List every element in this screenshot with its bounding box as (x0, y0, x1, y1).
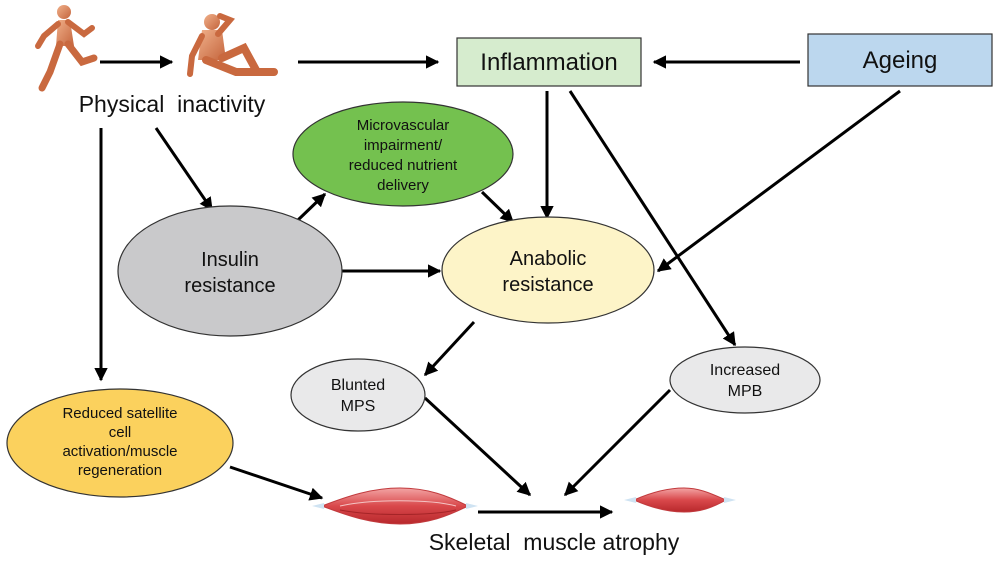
skeletal-muscle-atrophy-label: Skeletal muscle atrophy (429, 529, 680, 555)
anabolic-resistance-line-1: Anabolic (510, 248, 587, 270)
arrow-mpb-to-atrophy (563, 388, 672, 497)
arrow-inflammation-to-mpb (568, 90, 737, 347)
ageing-node: Ageing (807, 33, 993, 87)
arrow-ageing-to-anabolic (656, 89, 901, 273)
physical-inactivity-label: Physical inactivity (79, 91, 266, 117)
inflammation-node: Inflammation (456, 37, 642, 87)
microvascular-line-4: delivery (377, 177, 429, 194)
increased-mpb-line-1: Increased (710, 362, 780, 379)
arrow-blunted-to-atrophy (423, 396, 532, 497)
arrow-satellite-to-muscle (229, 465, 324, 501)
sitting-man-icon (187, 13, 278, 77)
blunted-mps-line-1: Blunted (331, 377, 385, 394)
microvascular-ellipse (292, 101, 514, 207)
insulin-resistance-ellipse (117, 205, 343, 337)
satellite-cell-node: Reduced satellite cell activation/muscle… (6, 388, 234, 498)
muscle-large-icon (312, 487, 478, 525)
anabolic-resistance-ellipse (441, 216, 655, 324)
satellite-cell-ellipse (6, 388, 234, 498)
insulin-resistance-node: Insulin resistance (117, 205, 343, 337)
arrow-insulin-to-microvascular (296, 192, 327, 222)
running-man-icon (35, 5, 98, 92)
blunted-mps-node: Blunted MPS (290, 358, 426, 432)
arrow-anabolic-to-blunted (423, 320, 476, 377)
arrow-microvascular-to-anabolic (480, 190, 515, 224)
blunted-mps-ellipse (290, 358, 426, 432)
microvascular-line-2: impairment/ (364, 137, 443, 154)
microvascular-line-1: Microvascular (357, 117, 450, 134)
satellite-cell-line-3: activation/muscle (62, 443, 177, 460)
increased-mpb-node: Increased MPB (669, 346, 821, 414)
satellite-cell-line-1: Reduced satellite (62, 405, 177, 422)
increased-mpb-line-2: MPB (728, 383, 763, 400)
increased-mpb-ellipse (669, 346, 821, 414)
anabolic-resistance-line-2: resistance (502, 274, 593, 296)
ageing-label: Ageing (863, 47, 938, 74)
arrow-inactivity-to-insulin (154, 127, 214, 212)
inflammation-label: Inflammation (480, 49, 617, 76)
blunted-mps-line-2: MPS (341, 398, 376, 415)
anabolic-resistance-node: Anabolic resistance (441, 216, 655, 324)
satellite-cell-line-4: regeneration (78, 462, 162, 479)
inflammation-box (456, 37, 642, 87)
insulin-resistance-line-2: resistance (184, 275, 275, 297)
ageing-box (807, 33, 993, 87)
microvascular-node: Microvascular impairment/ reduced nutrie… (292, 101, 514, 207)
satellite-cell-line-2: cell (109, 424, 132, 441)
insulin-resistance-line-1: Insulin (201, 249, 259, 271)
microvascular-line-3: reduced nutrient (349, 157, 458, 174)
arrows (94, 55, 901, 519)
muscle-small-icon (624, 487, 736, 513)
